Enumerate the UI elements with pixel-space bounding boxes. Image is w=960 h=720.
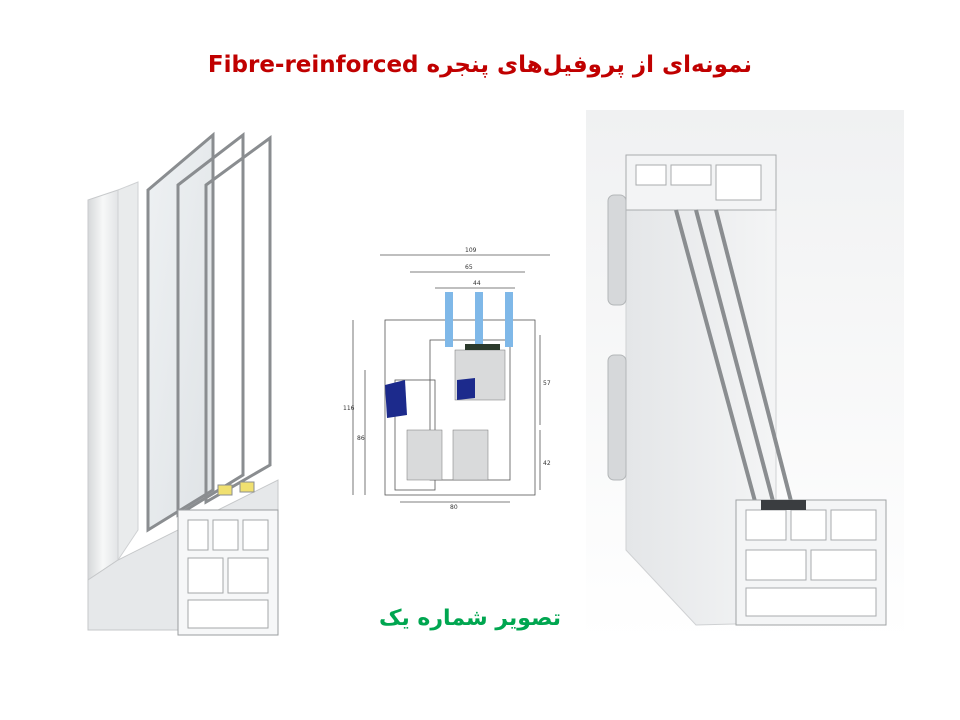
profile-section-drawing: 109 65 44 116 86 57 42 80 [335,240,575,510]
dim-glass-width: 65 [465,264,473,271]
dim-frame-height: 86 [357,435,365,442]
figure-caption: تصویر شماره یک [378,606,562,631]
dim-overall-height: 116 [343,405,355,412]
profile-cutaway-image-left [78,130,298,640]
profile-cutaway-image-right [586,110,904,642]
profile-cutaway-left-svg [87,131,279,636]
dim-lower-height: 42 [543,460,551,467]
dim-overall-width: 109 [465,247,477,254]
slide-title: نمونه‌ای از پروفیل‌های پنجره Fibre-reinf… [207,52,753,78]
section-drawing-svg: 109 65 44 116 86 57 42 80 [343,247,551,510]
dim-sash-height: 57 [543,380,551,387]
dim-pane-gap: 44 [473,280,481,287]
profile-cutaway-right-svg [586,110,904,642]
dim-bottom-width: 80 [450,504,458,510]
